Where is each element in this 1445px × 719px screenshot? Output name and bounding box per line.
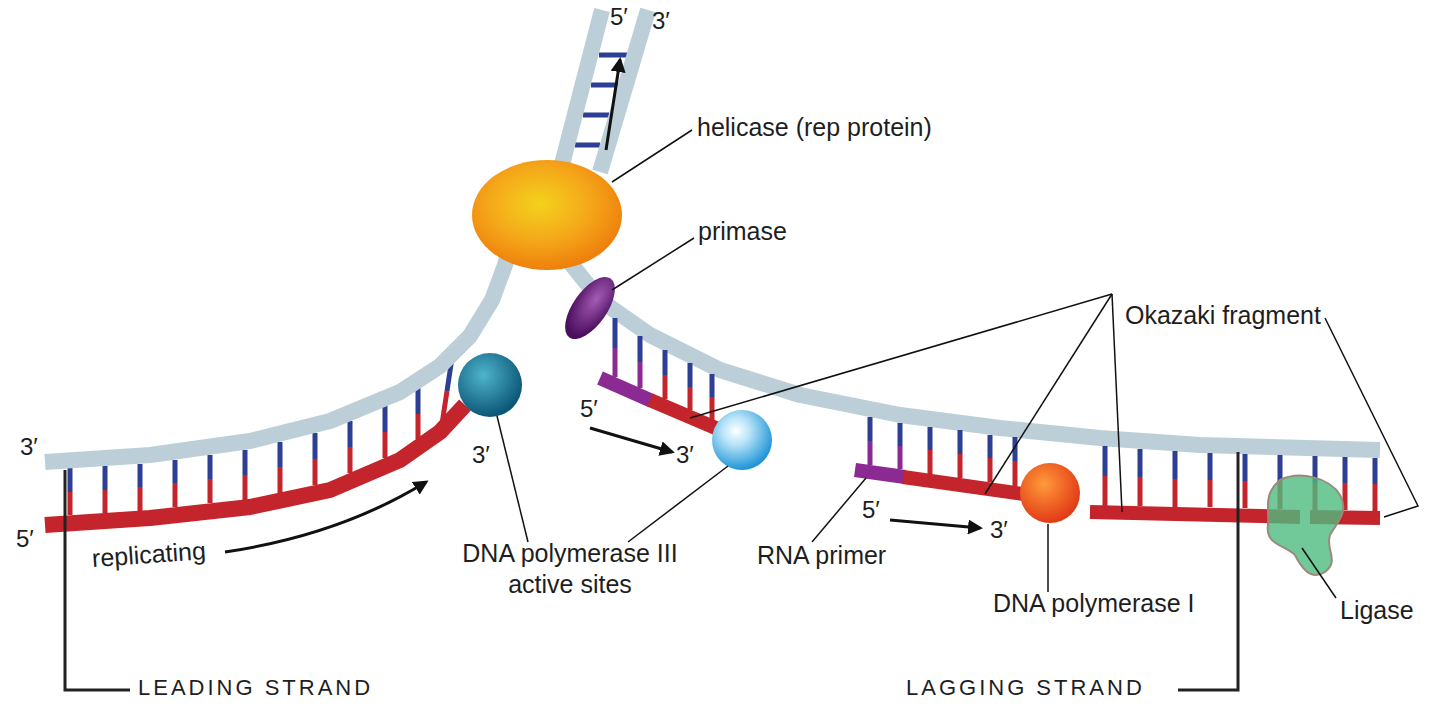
strand-bracket <box>65 470 130 690</box>
direction-arrow <box>590 428 672 452</box>
direction-arrow <box>225 482 426 552</box>
strand-end-label: 5′ <box>610 2 628 31</box>
protein-label: Ligase <box>1340 595 1414 626</box>
direction-arrow <box>890 520 980 528</box>
template-strand <box>560 10 602 172</box>
polymerase-sphere <box>1020 463 1080 523</box>
base-pair-rungs <box>70 358 452 492</box>
base-pair-rungs <box>870 441 900 469</box>
primase-shape <box>555 269 624 347</box>
leader-line <box>497 416 528 542</box>
leader-line <box>985 294 1112 494</box>
okazaki-fragment <box>650 400 718 429</box>
strand-label: LAGGING STRAND <box>906 675 1145 702</box>
strand-end-label: 3′ <box>20 432 38 461</box>
strand-end-label: 3′ <box>990 515 1008 544</box>
leader-line <box>612 130 692 182</box>
base-pair-rungs <box>1105 446 1375 484</box>
protein-label: DNA polymerase III active sites <box>455 538 685 599</box>
unwinding-arrow <box>606 60 620 150</box>
fragment-label: Okazaki fragment <box>1125 300 1321 331</box>
leader-line <box>690 294 1112 418</box>
strand-end-label: 5′ <box>16 524 34 553</box>
strand-end-label: 3′ <box>676 440 694 469</box>
template-strand <box>600 10 648 172</box>
protein-label: helicase (rep protein) <box>697 112 932 143</box>
helicase-shape <box>472 160 622 270</box>
leader-line <box>1047 524 1049 592</box>
strand-end-label: 5′ <box>862 495 880 524</box>
base-pair-rungs <box>870 417 1015 461</box>
structure-label: RNA primer <box>757 540 886 571</box>
strand-label: LEADING STRAND <box>138 675 373 702</box>
ligase-shape <box>1268 476 1344 575</box>
strand-bracket <box>1178 452 1238 690</box>
leader-line <box>1302 548 1336 598</box>
template-strand <box>560 250 1380 450</box>
leader-line <box>812 478 866 542</box>
direction-label: replicating <box>91 535 207 573</box>
strand-end-label: 3′ <box>652 6 670 35</box>
strand-end-label: 3′ <box>472 440 490 469</box>
leader-line <box>612 238 694 290</box>
rna-primer <box>855 470 905 477</box>
polymerase-sphere <box>458 353 522 417</box>
rna-primer <box>600 378 652 401</box>
okazaki-fragment <box>903 477 1030 495</box>
protein-label: DNA polymerase I <box>993 588 1194 619</box>
new-dna-strand <box>45 405 465 525</box>
leader-line <box>1325 318 1418 517</box>
leader-line <box>628 466 728 542</box>
polymerase-sphere <box>712 410 772 470</box>
leader-line <box>1112 294 1122 512</box>
strand-end-label: 5′ <box>580 394 598 423</box>
protein-label: primase <box>698 216 787 247</box>
